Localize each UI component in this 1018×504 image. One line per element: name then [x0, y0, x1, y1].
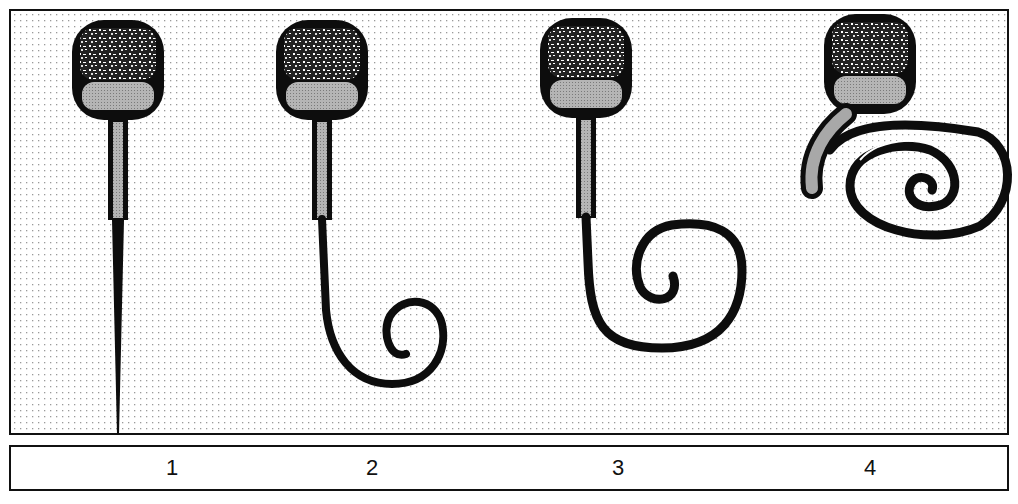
callout-number: 4: [864, 457, 876, 479]
callout-number: 2: [366, 457, 378, 479]
callout-number: 1: [166, 457, 178, 479]
callout-number: 3: [612, 457, 624, 479]
